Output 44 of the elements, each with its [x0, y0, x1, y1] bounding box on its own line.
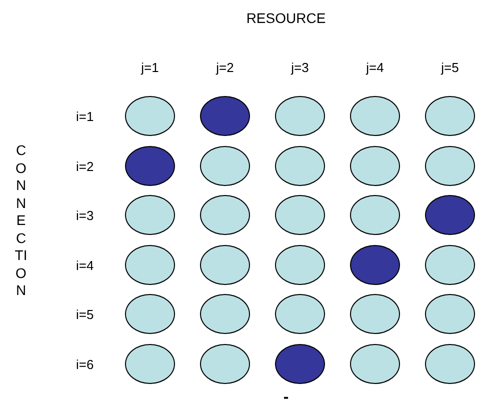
row-label: i=1: [76, 108, 94, 126]
grid-ellipse: [350, 344, 400, 384]
grid-ellipse: [125, 294, 175, 334]
column-label: j=1: [140, 59, 160, 77]
row-label: i=4: [76, 257, 94, 275]
grid-ellipse: [350, 195, 400, 235]
axis-title: RESOURCE: [245, 9, 327, 28]
grid-ellipse: [425, 146, 475, 186]
grid-ellipse: [125, 344, 175, 384]
grid-ellipse: [125, 245, 175, 285]
column-label: j=2: [214, 59, 235, 77]
row-label: i=5: [76, 306, 94, 324]
grid-ellipse: [275, 146, 325, 186]
column-label: j=5: [440, 59, 460, 77]
grid-ellipse: [275, 245, 325, 285]
grid-ellipse: [200, 294, 250, 334]
grid-ellipse: [200, 146, 250, 186]
grid-ellipse: [425, 245, 475, 285]
grid-ellipse: [275, 96, 325, 136]
grid-ellipse: [425, 294, 475, 334]
grid-ellipse: [425, 96, 475, 136]
column-label: j=3: [290, 59, 310, 77]
grid-ellipse: [350, 96, 400, 136]
grid-ellipse: [350, 146, 400, 186]
selected-ellipse: [200, 96, 250, 136]
row-label: i=2: [76, 158, 94, 176]
grid-ellipse: [200, 195, 250, 235]
grid-ellipse: [425, 344, 475, 384]
selected-ellipse: [125, 146, 175, 186]
note: -: [282, 388, 290, 407]
grid-ellipse: [275, 195, 325, 235]
row-label: i=3: [76, 207, 94, 225]
grid-ellipse: [200, 245, 250, 285]
grid-ellipse: [125, 96, 175, 136]
grid-ellipse: [275, 294, 325, 334]
row-label: i=6: [76, 356, 94, 374]
axis-title: CONNECTION: [14, 142, 28, 300]
selected-ellipse: [350, 245, 400, 285]
selected-ellipse: [275, 344, 325, 384]
selected-ellipse: [425, 195, 475, 235]
grid-ellipse: [125, 195, 175, 235]
column-label: j=4: [364, 59, 385, 77]
grid-ellipse: [200, 344, 250, 384]
grid-ellipse: [350, 294, 400, 334]
